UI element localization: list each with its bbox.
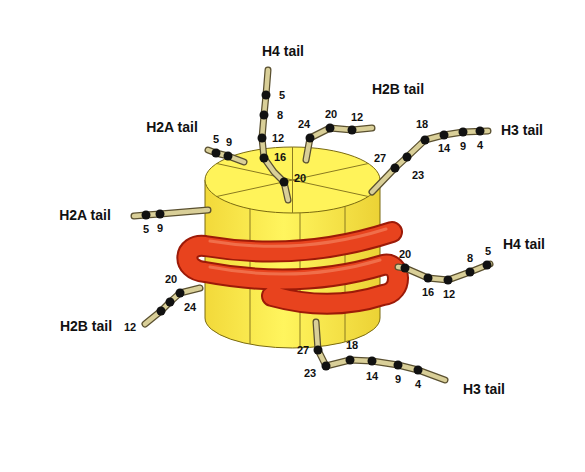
callout-number: 20: [165, 273, 177, 285]
histone-tails: [134, 70, 492, 380]
callout-number: 14: [366, 370, 378, 382]
callout-number: 14: [438, 142, 450, 154]
callout-number: 9: [395, 373, 401, 385]
tail-label: H4 tail: [262, 44, 304, 59]
tail-label: H3 tail: [463, 382, 505, 397]
callout-number: 12: [351, 111, 363, 123]
tail-label: H2A tail: [146, 120, 198, 135]
tail-label: H3 tail: [501, 123, 543, 138]
callout-number: 12: [272, 132, 284, 144]
tail-label: H2B tail: [372, 82, 424, 97]
callout-number: 8: [277, 109, 283, 121]
callout-number: 5: [143, 223, 149, 235]
callout-number: 16: [422, 286, 434, 298]
callout-number: 5: [213, 133, 219, 145]
callout-number: 9: [460, 140, 466, 152]
callout-number: 4: [477, 139, 483, 151]
callout-number: 23: [304, 367, 316, 379]
callout-number: 12: [124, 321, 136, 333]
callout-number: 9: [157, 222, 163, 234]
tail-label: H2A tail: [59, 208, 111, 223]
callout-number: 8: [467, 252, 473, 264]
callout-number: 16: [274, 151, 286, 163]
tail-label: H4 tail: [503, 237, 545, 252]
tail-label: H2B tail: [60, 319, 112, 334]
callout-number: 20: [325, 108, 337, 120]
callout-number: 18: [416, 118, 428, 130]
callout-number: 27: [374, 152, 386, 164]
callout-number: 20: [399, 248, 411, 260]
dna-wrap: [187, 229, 398, 304]
callout-number: 18: [346, 339, 358, 351]
callout-number: 23: [412, 169, 424, 181]
callout-number: 9: [226, 136, 232, 148]
callout-number: 12: [443, 288, 455, 300]
callout-number: 5: [485, 245, 491, 257]
callout-number: 20: [294, 172, 306, 184]
callout-number: 24: [184, 301, 196, 313]
callout-number: 27: [297, 344, 309, 356]
callout-number: 5: [279, 89, 285, 101]
callout-number: 4: [415, 378, 421, 390]
callout-number: 24: [298, 118, 310, 130]
